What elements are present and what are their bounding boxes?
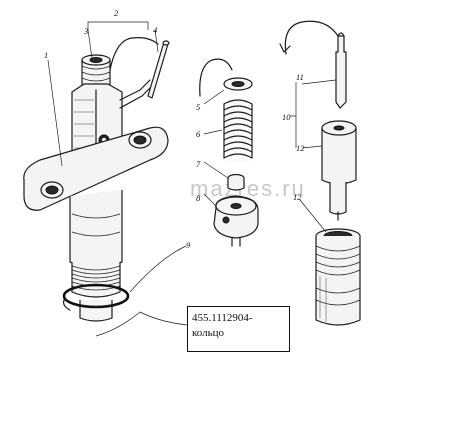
label-3: 3	[83, 26, 88, 36]
label-8: 8	[196, 193, 201, 203]
label-6: 6	[196, 129, 201, 139]
callout-part-name: кольцо	[192, 327, 225, 339]
spring-stack	[213, 77, 259, 247]
label-1: 1	[44, 50, 48, 60]
watermark-text: mazres.ru	[190, 176, 306, 201]
injector-body	[23, 54, 169, 322]
label-2: 2	[114, 8, 119, 18]
needle-part	[335, 32, 347, 109]
right-leader-lines	[290, 79, 337, 233]
atomizer-part	[321, 120, 357, 221]
pin-part	[147, 40, 170, 99]
nut-part	[315, 228, 361, 326]
label-7: 7	[196, 159, 201, 169]
label-12-nut: 12	[293, 192, 302, 202]
label-10: 10	[282, 112, 291, 122]
label-9: 9	[186, 240, 191, 250]
part-callout-box: 455.1112904- кольцо	[187, 306, 290, 352]
label-12-atomizer: 12	[296, 143, 305, 153]
label-4: 4	[153, 25, 158, 35]
label-5: 5	[196, 102, 200, 112]
callout-part-number: 455.1112904-	[192, 312, 253, 324]
left-leader-lines	[47, 21, 188, 337]
label-11: 11	[296, 72, 304, 82]
